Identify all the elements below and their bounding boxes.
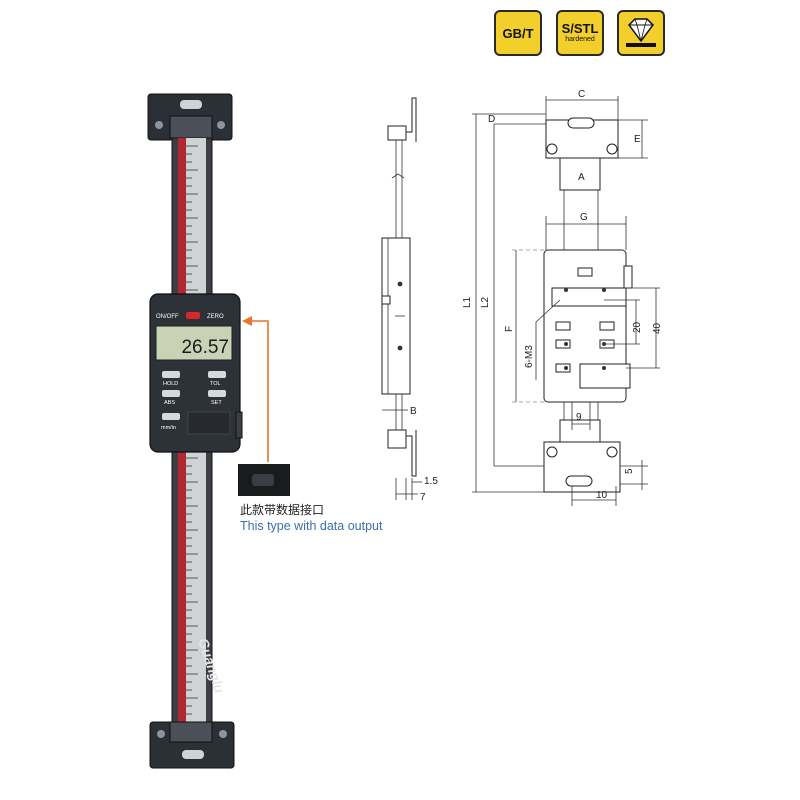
callout-arrow-line <box>248 320 269 462</box>
set-label: SET <box>211 400 222 406</box>
side-view-drawing: B 1.5 7 <box>381 97 438 503</box>
stainless-steel-badge: S/STL hardened <box>556 10 604 56</box>
tol-button[interactable] <box>208 371 226 378</box>
onoff-label: ON/OFF <box>156 314 179 320</box>
diamond-icon <box>626 18 656 47</box>
data-output-callout: 此款带数据接口 This type with data output <box>238 316 383 533</box>
readout-head: ON/OFF ZERO 26.57 HOLD TOL ABS SET mm/in <box>149 293 243 453</box>
front-view-drawing: C D E A G L1 L2 F 6-M3 20 40 <box>462 89 663 506</box>
callout-english: This type with data output <box>240 519 383 533</box>
label-9: 9 <box>576 412 582 423</box>
label-l2: L2 <box>480 296 491 308</box>
digital-scale: Guanglu ON/OFF ZERO 26.57 HOLD TOL ABS S… <box>147 93 243 769</box>
top-bracket <box>147 93 233 141</box>
label-e: E <box>634 134 641 145</box>
label-10: 10 <box>596 490 608 501</box>
set-button[interactable] <box>208 390 226 397</box>
hold-label: HOLD <box>163 381 178 387</box>
label-c: C <box>578 89 585 100</box>
label-d: D <box>488 114 495 125</box>
lcd-screen <box>155 325 233 361</box>
scale-ticks <box>186 145 198 715</box>
abs-button[interactable] <box>162 390 180 397</box>
data-port <box>235 411 243 439</box>
side-label-1-5: 1.5 <box>424 476 438 487</box>
zero-label: ZERO <box>207 314 224 320</box>
abs-label: ABS <box>164 400 175 406</box>
battery-cover <box>187 411 231 435</box>
side-label-7: 7 <box>420 492 426 503</box>
bottom-bracket <box>149 721 235 769</box>
label-g: G <box>580 212 588 223</box>
side-label-b: B <box>410 406 417 417</box>
label-6-m3: 6-M3 <box>524 345 535 368</box>
onoff-button[interactable] <box>186 312 200 319</box>
unit-label: mm/in <box>161 425 176 431</box>
callout-arrowhead <box>242 316 252 326</box>
unit-button[interactable] <box>162 413 180 420</box>
lcd-reading: 26.57 <box>181 337 229 358</box>
label-20: 20 <box>632 321 643 333</box>
diamond-badge <box>617 10 665 56</box>
label-l1: L1 <box>462 296 473 308</box>
hold-button[interactable] <box>162 371 180 378</box>
gbt-badge: GB/T <box>494 10 542 56</box>
callout-chinese: 此款带数据接口 <box>240 502 324 517</box>
tol-label: TOL <box>210 381 221 387</box>
label-40: 40 <box>652 322 663 334</box>
label-5: 5 <box>624 468 635 474</box>
label-f: F <box>504 326 515 332</box>
label-a: A <box>578 172 585 183</box>
